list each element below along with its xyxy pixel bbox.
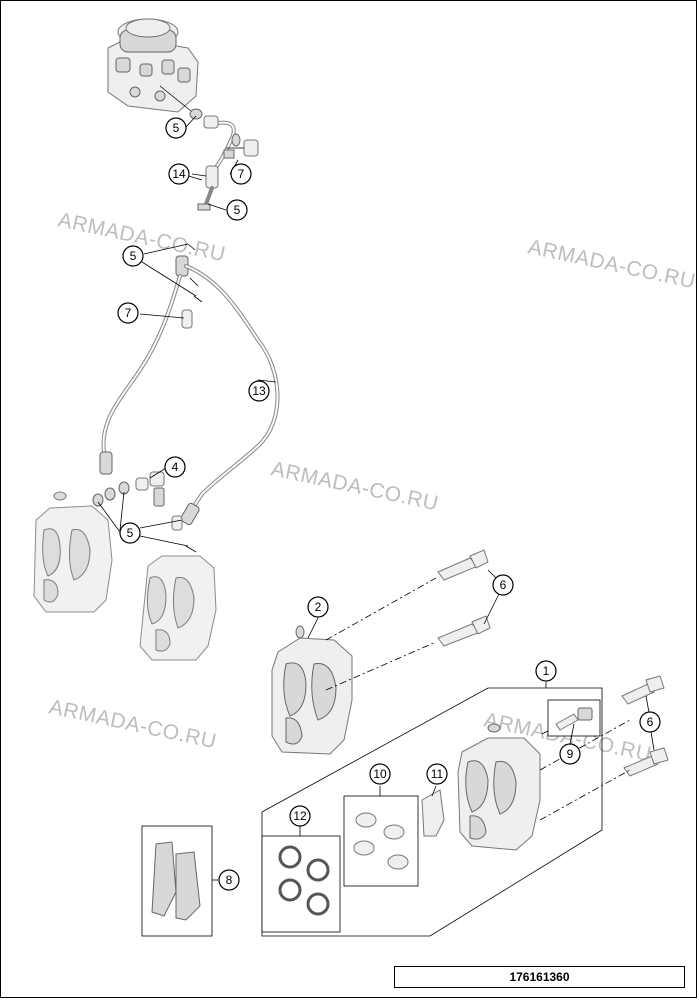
svg-text:9: 9	[567, 747, 574, 761]
callout-4: 4	[164, 456, 186, 478]
svg-text:10: 10	[373, 767, 387, 781]
callout-11: 11	[426, 763, 448, 785]
svg-text:5: 5	[130, 249, 137, 263]
callout-6-right: 6	[639, 711, 661, 733]
callout-7-abs: 7	[230, 163, 252, 185]
diagram-code-label: 176161360	[394, 966, 685, 988]
callout-1: 1	[535, 660, 557, 682]
svg-text:7: 7	[125, 306, 132, 320]
caliper-background-illustrations	[33, 491, 217, 661]
callout-5-abs-lower: 5	[226, 199, 248, 221]
callout-12: 12	[289, 805, 311, 827]
piston-set-illustration	[343, 795, 419, 887]
abs-brake-line-illustration	[159, 85, 259, 211]
callout-5-hose-bottom: 5	[119, 522, 141, 544]
callout-8: 8	[218, 869, 240, 891]
bleed-valve-kit	[547, 699, 601, 737]
callout-7-hose: 7	[117, 302, 139, 324]
callout-13: 13	[248, 380, 270, 402]
pad-spring-illustration	[421, 789, 445, 837]
brake-hoses-illustration	[92, 243, 280, 553]
abs-unit-illustration	[107, 18, 199, 113]
caliper-bolts-illustration	[437, 549, 669, 777]
seal-kit-illustration	[261, 835, 341, 933]
svg-text:7: 7	[238, 167, 245, 181]
svg-text:6: 6	[647, 715, 654, 729]
callout-5-hose-top: 5	[122, 245, 144, 267]
svg-text:5: 5	[173, 121, 180, 135]
svg-text:13: 13	[252, 384, 266, 398]
callout-10: 10	[369, 763, 391, 785]
caliper-assembly-illustration	[271, 577, 437, 755]
svg-text:1: 1	[543, 664, 550, 678]
svg-text:5: 5	[234, 203, 241, 217]
brake-pads-illustration	[141, 825, 213, 937]
callout-14: 14	[168, 163, 190, 185]
callout-6-upper: 6	[492, 574, 514, 596]
svg-text:11: 11	[431, 767, 444, 781]
svg-text:8: 8	[226, 873, 233, 887]
svg-text:2: 2	[315, 600, 322, 614]
svg-text:4: 4	[172, 460, 179, 474]
callout-5-abs: 5	[165, 117, 187, 139]
callout-2: 2	[307, 596, 329, 618]
svg-text:14: 14	[172, 167, 186, 181]
svg-text:6: 6	[500, 578, 507, 592]
svg-text:5: 5	[127, 526, 134, 540]
svg-text:12: 12	[293, 809, 307, 823]
callout-9: 9	[559, 743, 581, 765]
kit-caliper-illustration	[457, 719, 631, 851]
